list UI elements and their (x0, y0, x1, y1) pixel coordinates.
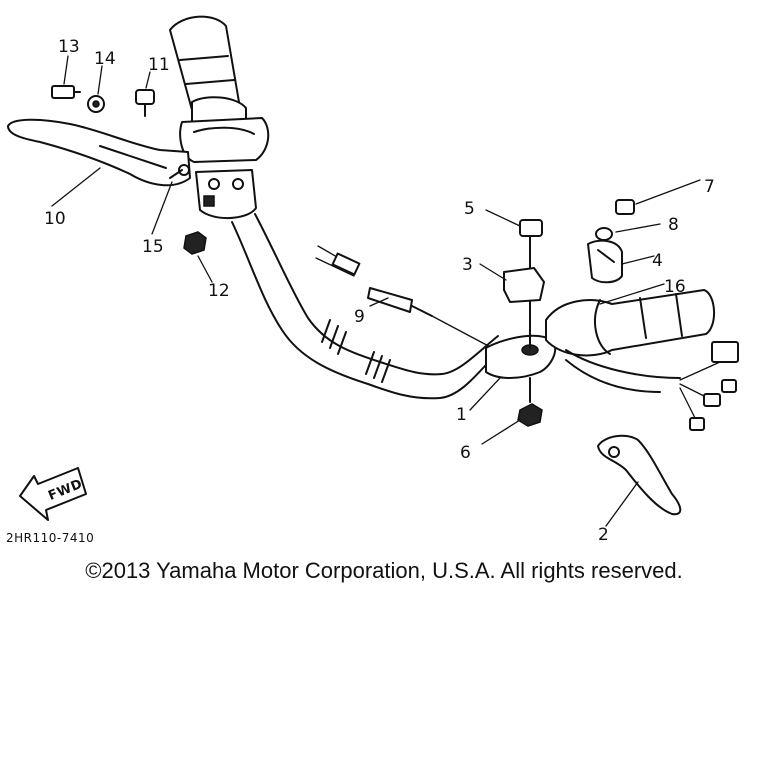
callout-9: 9 (354, 307, 365, 327)
handlebar-band (365, 351, 391, 383)
callout-15: 15 (142, 237, 164, 257)
right-grip (545, 289, 715, 357)
cable-9 (315, 245, 497, 351)
callout-labels: 1 2 3 4 5 6 7 8 9 10 11 12 13 14 15 16 (44, 37, 715, 545)
wiring-harness (565, 341, 739, 431)
nut-6 (517, 377, 543, 427)
handlebar-band (321, 319, 347, 355)
bracket-1 (485, 235, 557, 379)
copyright-notice: ©2013 Yamaha Motor Corporation, U.S.A. A… (85, 558, 683, 583)
callout-4: 4 (652, 251, 663, 271)
washer-14 (87, 95, 105, 113)
callout-16: 16 (664, 277, 686, 297)
screw-7 (615, 199, 635, 215)
washer-8 (595, 227, 613, 241)
switch-3 (503, 267, 545, 303)
screw-11 (135, 89, 155, 117)
left-lever (7, 118, 191, 187)
drawing-code: 2HR110-7410 (6, 531, 94, 545)
handlebar (231, 213, 501, 400)
callout-13: 13 (58, 37, 80, 57)
handlebar-exploded-diagram: 1 2 3 4 5 6 7 8 9 10 11 12 13 14 15 16 F… (6, 15, 739, 545)
callout-6: 6 (460, 443, 471, 463)
callout-11: 11 (148, 55, 170, 75)
callout-12: 12 (208, 281, 230, 301)
bolt-5 (519, 219, 543, 237)
callout-3: 3 (462, 255, 473, 275)
throttle-housing (179, 117, 270, 220)
callout-8: 8 (668, 215, 679, 235)
right-lever (597, 434, 682, 516)
callout-5: 5 (464, 199, 475, 219)
pin-15 (169, 169, 183, 179)
holder-4 (587, 239, 623, 284)
fwd-arrow: FWD (19, 467, 87, 521)
callout-7: 7 (704, 177, 715, 197)
left-grip (169, 15, 247, 125)
nut-12 (183, 231, 207, 255)
leader-lines (51, 55, 701, 527)
callout-14: 14 (94, 49, 116, 69)
bolt-13 (51, 85, 81, 99)
callout-1: 1 (456, 405, 467, 425)
callout-2: 2 (598, 525, 609, 545)
callout-10: 10 (44, 209, 66, 229)
